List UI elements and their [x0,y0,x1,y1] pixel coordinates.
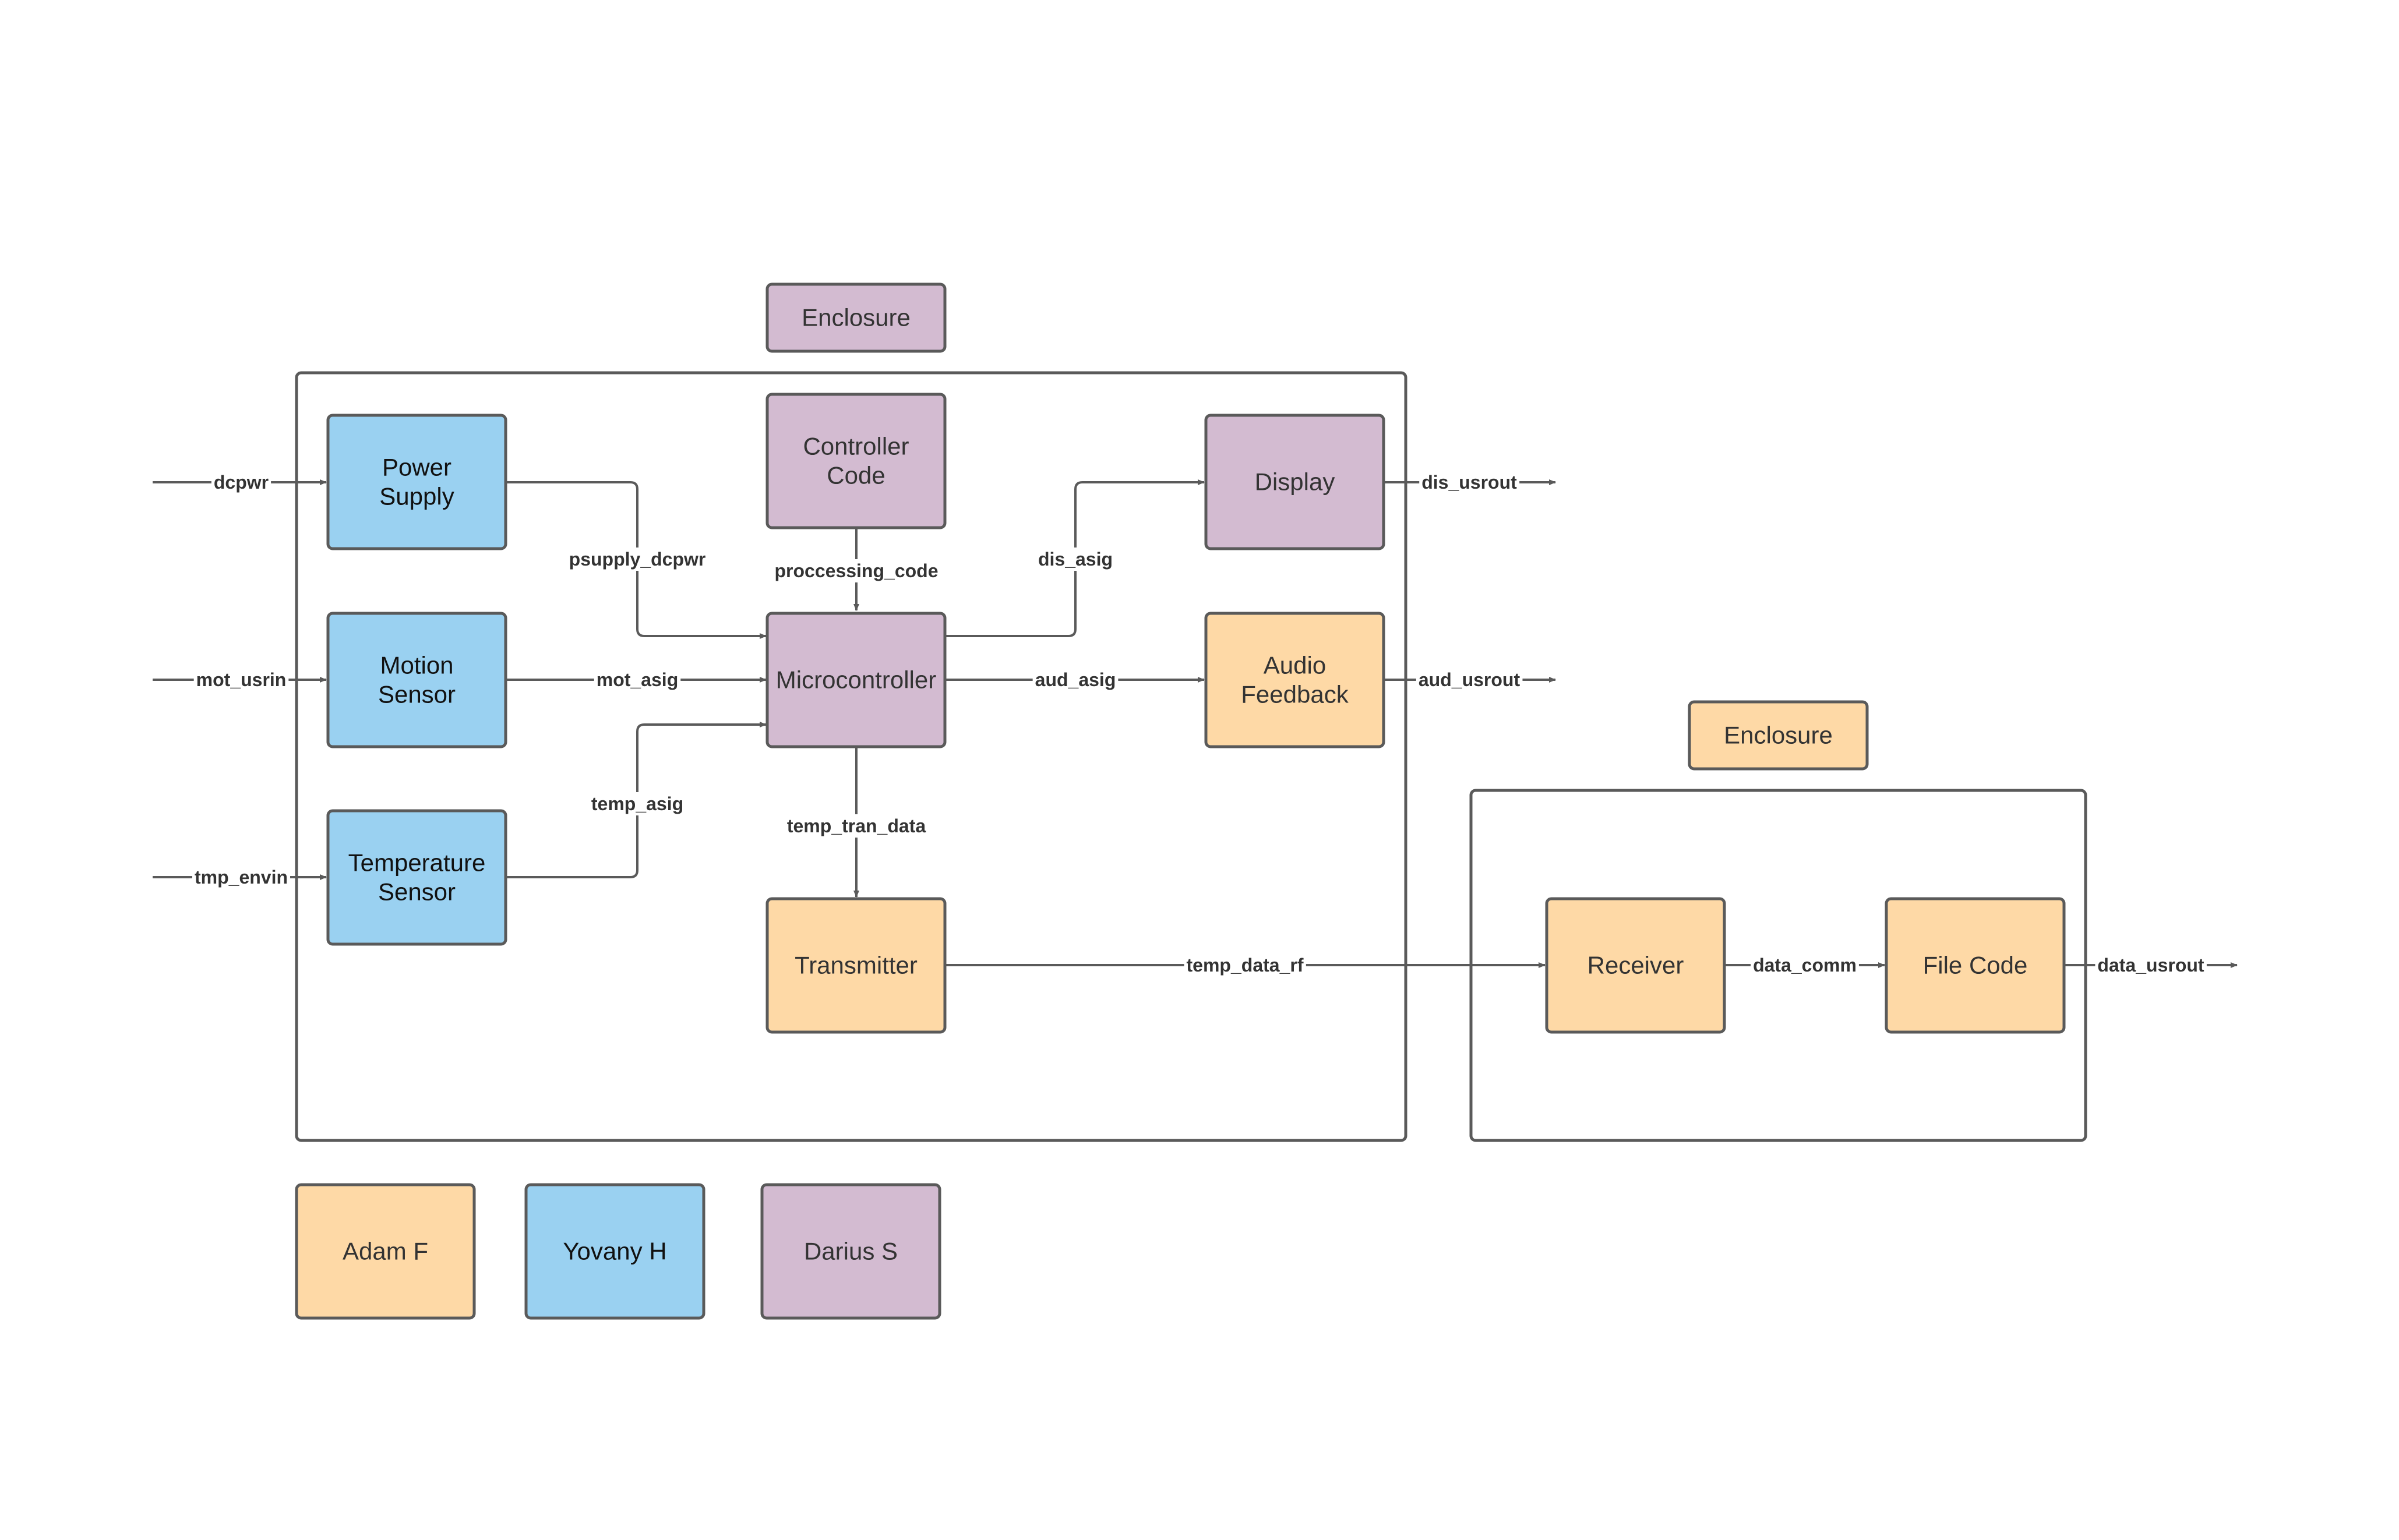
node-legend-yovany: Yovany H [524,1183,705,1320]
node-label: Adam F [343,1238,428,1265]
edge-label-text: psupply_dcpwr [569,549,706,570]
node-label: Receiver [1587,952,1684,979]
edge-label-dcpwr: dcpwr [211,471,271,494]
node-transmitter: Transmitter [765,897,947,1034]
node-label: Display [1255,468,1335,496]
node-box [295,1183,476,1320]
edge-label-psupply-dcpwr: psupply_dcpwr [566,548,708,571]
node-box [326,809,507,946]
node-box [326,414,507,550]
edge-label-background [2095,953,2207,977]
edge-label-data-comm: data_comm [1751,953,1859,977]
edge-label-temp-asig: temp_asig [588,792,686,815]
edge-label-background [772,559,941,582]
node-microcontroller: Microcontroller [765,612,947,748]
node-display: Display [1204,414,1385,550]
edge-label-aud-usrout: aud_usrout [1416,668,1523,691]
edge-label-text: data_usrout [2097,955,2204,976]
node-label: Feedback [1241,681,1349,708]
edge-label-text: dis_usrout [1421,472,1517,493]
node-box [765,282,947,353]
main-enclosure-container [295,371,1407,1142]
node-label: Sensor [378,878,456,906]
node-box [765,612,947,748]
edge-label-text: temp_asig [591,793,683,814]
edge-label-text: mot_asig [597,669,678,690]
node-box [326,612,507,748]
node-label: Code [827,462,885,489]
edge-label-data-usrout: data_usrout [2095,953,2207,977]
node-box [1204,612,1385,748]
node-box [760,1183,941,1320]
node-label: Darius S [804,1238,898,1265]
edge-label-background [1416,668,1523,691]
node-file-code: File Code [1885,897,2066,1034]
node-label: Microcontroller [776,666,936,694]
edge-label-text: mot_usrin [196,669,287,690]
edge-label-background [1035,548,1116,571]
node-label: Temperature [348,849,486,877]
node-box [524,1183,705,1320]
edge-label-text: temp_data_rf [1187,955,1304,976]
edge-label-proccessing-code: proccessing_code [772,559,941,582]
node-enclosure-remote-label: Enclosure [1688,700,1869,771]
node-label: File Code [1923,952,2028,979]
edge-label-background [784,814,929,838]
edge-label-background [1419,471,1520,494]
node-receiver: Receiver [1545,897,1726,1034]
node-enclosure-main-label: Enclosure [765,282,947,353]
node-legend-adam: Adam F [295,1183,476,1320]
node-label: Yovany H [563,1238,666,1265]
edge-label-background [588,792,686,815]
node-label: Sensor [378,681,456,708]
edge-label-text: temp_tran_data [787,815,926,836]
edge-label-text: aud_usrout [1419,669,1520,690]
edge-label-background [566,548,708,571]
edge-label-temp-tran-data: temp_tran_data [784,814,929,838]
edge-label-background [192,866,291,889]
edge-label-temp-data-rf: temp_data_rf [1184,953,1306,977]
node-legend-darius: Darius S [760,1183,941,1320]
edge-label-text: dis_asig [1038,549,1113,570]
edge-label-text: dcpwr [214,472,269,493]
edge-label-dis-usrout: dis_usrout [1419,471,1520,494]
node-label: Supply [379,483,454,510]
edge-label-tmp-envin: tmp_envin [192,866,291,889]
edge-label-text: aud_asig [1035,669,1116,690]
edge-label-dis-asig: dis_asig [1035,548,1116,571]
node-box [765,393,947,529]
edge-label-mot-asig: mot_asig [594,668,681,691]
node-label: Transmitter [795,952,918,979]
edge-label-background [211,471,271,494]
node-label: Motion [380,652,453,679]
node-box [765,897,947,1034]
edge-label-background [1751,953,1859,977]
node-box [1688,700,1869,771]
edge-label-mot-usrin: mot_usrin [193,668,289,691]
edge-label-background [1184,953,1306,977]
edge-label-text: tmp_envin [195,867,288,888]
node-label: Enclosure [802,304,911,331]
node-box [1545,897,1726,1034]
node-label: Audio [1264,652,1326,679]
edge-label-background [594,668,681,691]
edge-label-text: data_comm [1753,955,1857,976]
edge-label-text: proccessing_code [775,560,939,581]
node-label: Controller [803,433,909,460]
edge-label-background [193,668,289,691]
node-box [1204,414,1385,550]
edge-label-background [1032,668,1119,691]
node-label: Enclosure [1724,722,1833,749]
node-label: Power [382,454,451,481]
edge-label-aud-asig: aud_asig [1032,668,1119,691]
node-box [1885,897,2066,1034]
